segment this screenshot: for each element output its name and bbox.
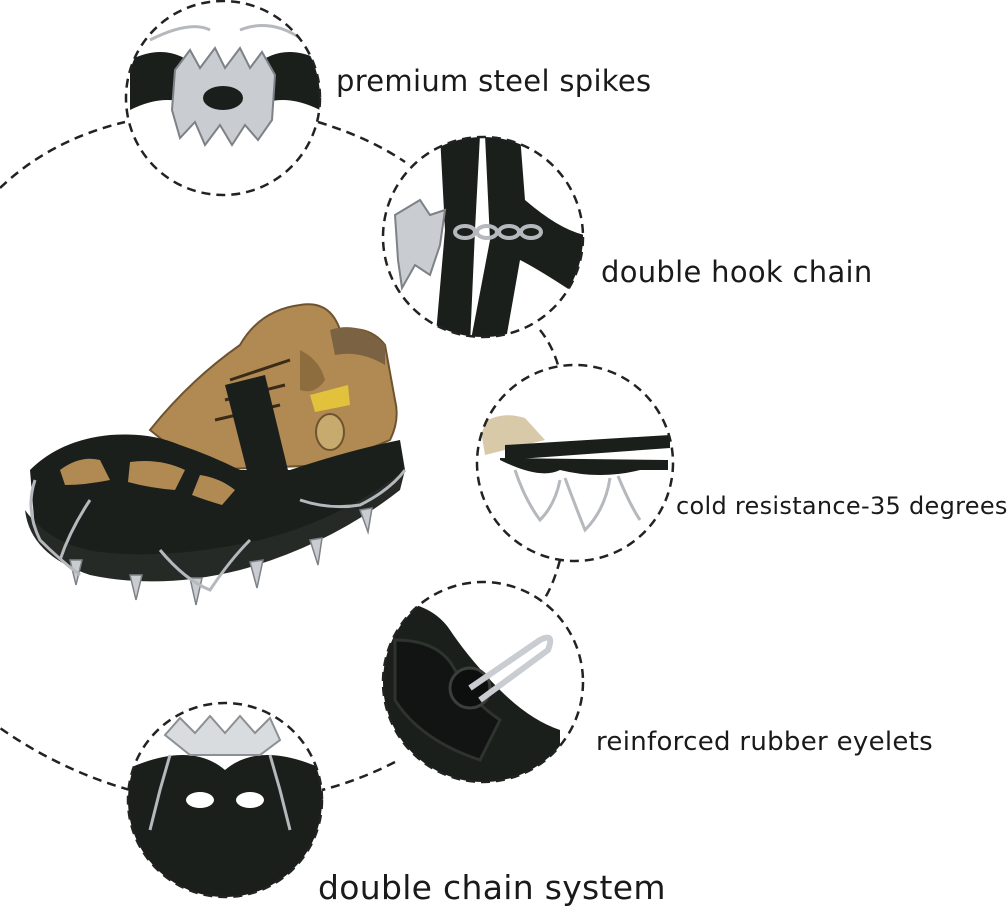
label-premium-steel-spikes: premium steel spikes xyxy=(336,64,652,98)
detail-circle-hook-chain xyxy=(381,135,585,339)
label-cold-resistance: cold resistance-35 degrees xyxy=(676,492,1008,520)
label-reinforced-rubber-eyelets: reinforced rubber eyelets xyxy=(596,727,934,757)
label-double-hook-chain: double hook chain xyxy=(601,255,873,289)
detail-circle-cold-resistance xyxy=(475,363,675,563)
label-double-chain-system: double chain system xyxy=(318,868,666,907)
detail-circle-steel-spikes xyxy=(124,0,322,197)
boot-with-crampon xyxy=(25,303,407,606)
product-illustration xyxy=(0,0,675,899)
detail-circle-double-chain xyxy=(126,701,324,899)
detail-circle-rubber-eyelets xyxy=(381,580,585,784)
